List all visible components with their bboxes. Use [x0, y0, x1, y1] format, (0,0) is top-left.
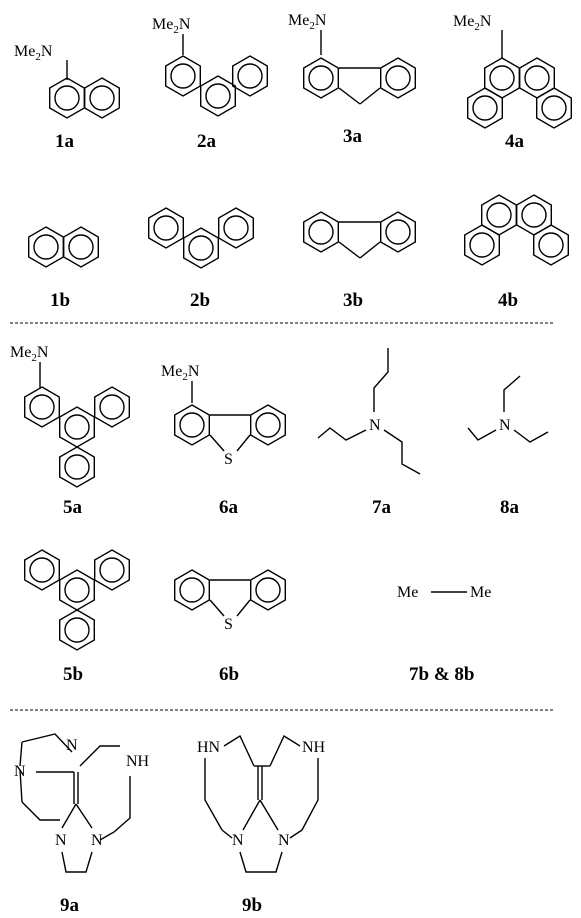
- compound-3b-structure: 3b: [303, 211, 416, 311]
- compound-2b-label: 2b: [190, 290, 210, 311]
- compound-5a-structure: Me2N 5a: [10, 344, 131, 518]
- compound-9a-atom-1: N: [66, 737, 78, 754]
- compound-1b-structure: 1b: [28, 226, 100, 311]
- compound-8a-label: 8a: [500, 497, 520, 518]
- compound-9a-atom-3: NH: [126, 753, 150, 770]
- compound-6b-label: 6b: [219, 664, 239, 685]
- compound-5a-label: 5a: [63, 497, 83, 518]
- compound-3a-structure: Me2N 3a: [288, 12, 416, 147]
- compound-3a-label: 3a: [343, 126, 363, 147]
- compound-6a-label: 6a: [219, 497, 239, 518]
- compound-3b-label: 3b: [343, 290, 363, 311]
- compound-6a-substituent-label: Me2N: [161, 363, 200, 383]
- compound-6b-structure: S 6b: [173, 569, 286, 685]
- compound-4b-label: 4b: [498, 290, 518, 311]
- compound-4b-structure: 4b: [464, 194, 569, 311]
- compound-4a-label: 4a: [505, 131, 525, 152]
- compound-9b-atom-3: N: [232, 832, 244, 849]
- compound-9a-label: 9a: [60, 895, 80, 916]
- compound-4a-substituent-label: Me2N: [453, 13, 492, 33]
- compound-9a-atom-5: N: [91, 832, 103, 849]
- compound-6b-sulfur-label: S: [224, 616, 233, 633]
- compound-9b-label: 9b: [242, 895, 262, 916]
- compound-1a-label: 1a: [55, 131, 75, 152]
- compound-6a-structure: Me2N S 6a: [161, 363, 286, 518]
- ethane-right-methyl-label: Me: [470, 584, 491, 601]
- compound-4a-structure: Me2N 4a: [453, 13, 572, 152]
- compound-1b-label: 1b: [50, 290, 70, 311]
- compound-7b-8b-structure: Me Me 7b & 8b: [397, 584, 491, 685]
- compound-5b-label: 5b: [63, 664, 83, 685]
- compound-9a-structure: N N NH N N 9a: [14, 733, 150, 916]
- compound-2b-structure: 2b: [147, 207, 255, 311]
- compound-7a-structure: N 7a: [317, 348, 421, 518]
- compound-9a-atom-4: N: [55, 832, 67, 849]
- compound-3a-substituent-label: Me2N: [288, 12, 327, 32]
- compound-9b-atom-1: HN: [197, 739, 221, 756]
- compound-9b-atom-4: N: [278, 832, 290, 849]
- compound-7a-nitrogen-label: N: [369, 417, 381, 434]
- compound-9a-atom-2: N: [14, 763, 26, 780]
- compound-9b-structure: HN NH N N 9b: [197, 734, 326, 916]
- compound-5a-substituent-label: Me2N: [10, 344, 49, 364]
- compound-7a-label: 7a: [372, 497, 392, 518]
- compound-5b-structure: 5b: [24, 549, 131, 685]
- compound-2a-substituent-label: Me2N: [152, 16, 191, 36]
- compound-1a-structure: Me2N 1a: [14, 43, 121, 152]
- compound-9b-atom-2: NH: [302, 739, 326, 756]
- compound-2a-structure: Me2N 2a: [152, 16, 268, 152]
- compound-7b-8b-label: 7b & 8b: [409, 664, 474, 685]
- compound-8a-structure: N 8a: [467, 375, 549, 518]
- compound-8a-nitrogen-label: N: [499, 417, 511, 434]
- compound-1a-substituent-label: Me2N: [14, 43, 53, 63]
- compound-2a-label: 2a: [197, 131, 217, 152]
- ethane-left-methyl-label: Me: [397, 584, 418, 601]
- compound-6a-sulfur-label: S: [224, 451, 233, 468]
